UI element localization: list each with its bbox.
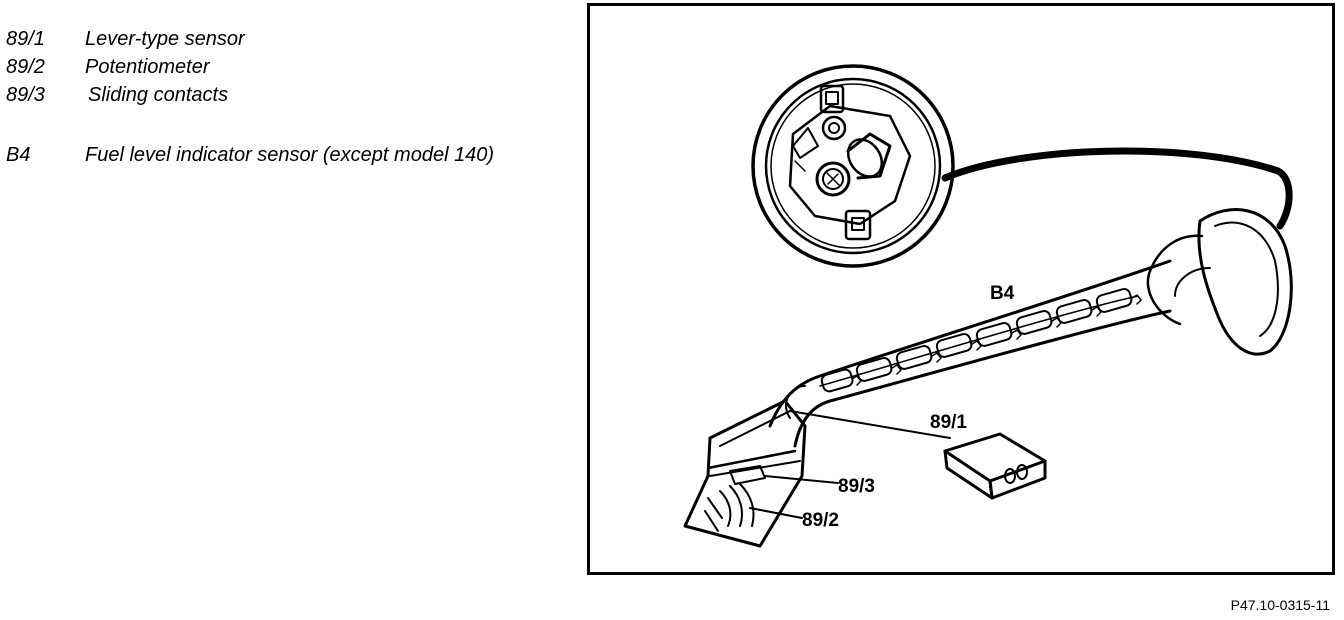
cable	[941, 147, 1293, 230]
figure-reference: P47.10-0315-11	[1230, 597, 1330, 613]
legend-text: Potentiometer	[85, 56, 210, 78]
leader-line-89-1	[789, 410, 951, 439]
float-housing	[1146, 208, 1293, 356]
diagram-frame: B4 89/1 89/3 89/2	[587, 3, 1335, 575]
sensor-arm	[768, 259, 1172, 448]
legend-code: 89/2	[6, 56, 45, 78]
sensor-diagram: B4 89/1 89/3 89/2	[683, 64, 1293, 548]
flange-assembly	[751, 64, 955, 268]
leader-line-89-3	[764, 475, 839, 484]
potentiometer-housing	[683, 399, 807, 548]
callout-b4: B4	[990, 283, 1015, 304]
legend-text: Fuel level indicator sensor (except mode…	[85, 144, 495, 166]
callout-89-3: 89/3	[838, 476, 875, 497]
legend-code: 89/1	[6, 28, 45, 50]
float-body-89-1	[943, 432, 1047, 500]
leader-line-89-2	[749, 507, 803, 519]
legend-text: Lever-type sensor	[85, 28, 245, 50]
callout-89-1: 89/1	[930, 412, 967, 433]
legend-code: B4	[6, 144, 31, 166]
callout-89-2: 89/2	[802, 510, 839, 531]
legend-code: 89/3	[6, 84, 45, 106]
legend-text: Sliding contacts	[88, 84, 229, 106]
